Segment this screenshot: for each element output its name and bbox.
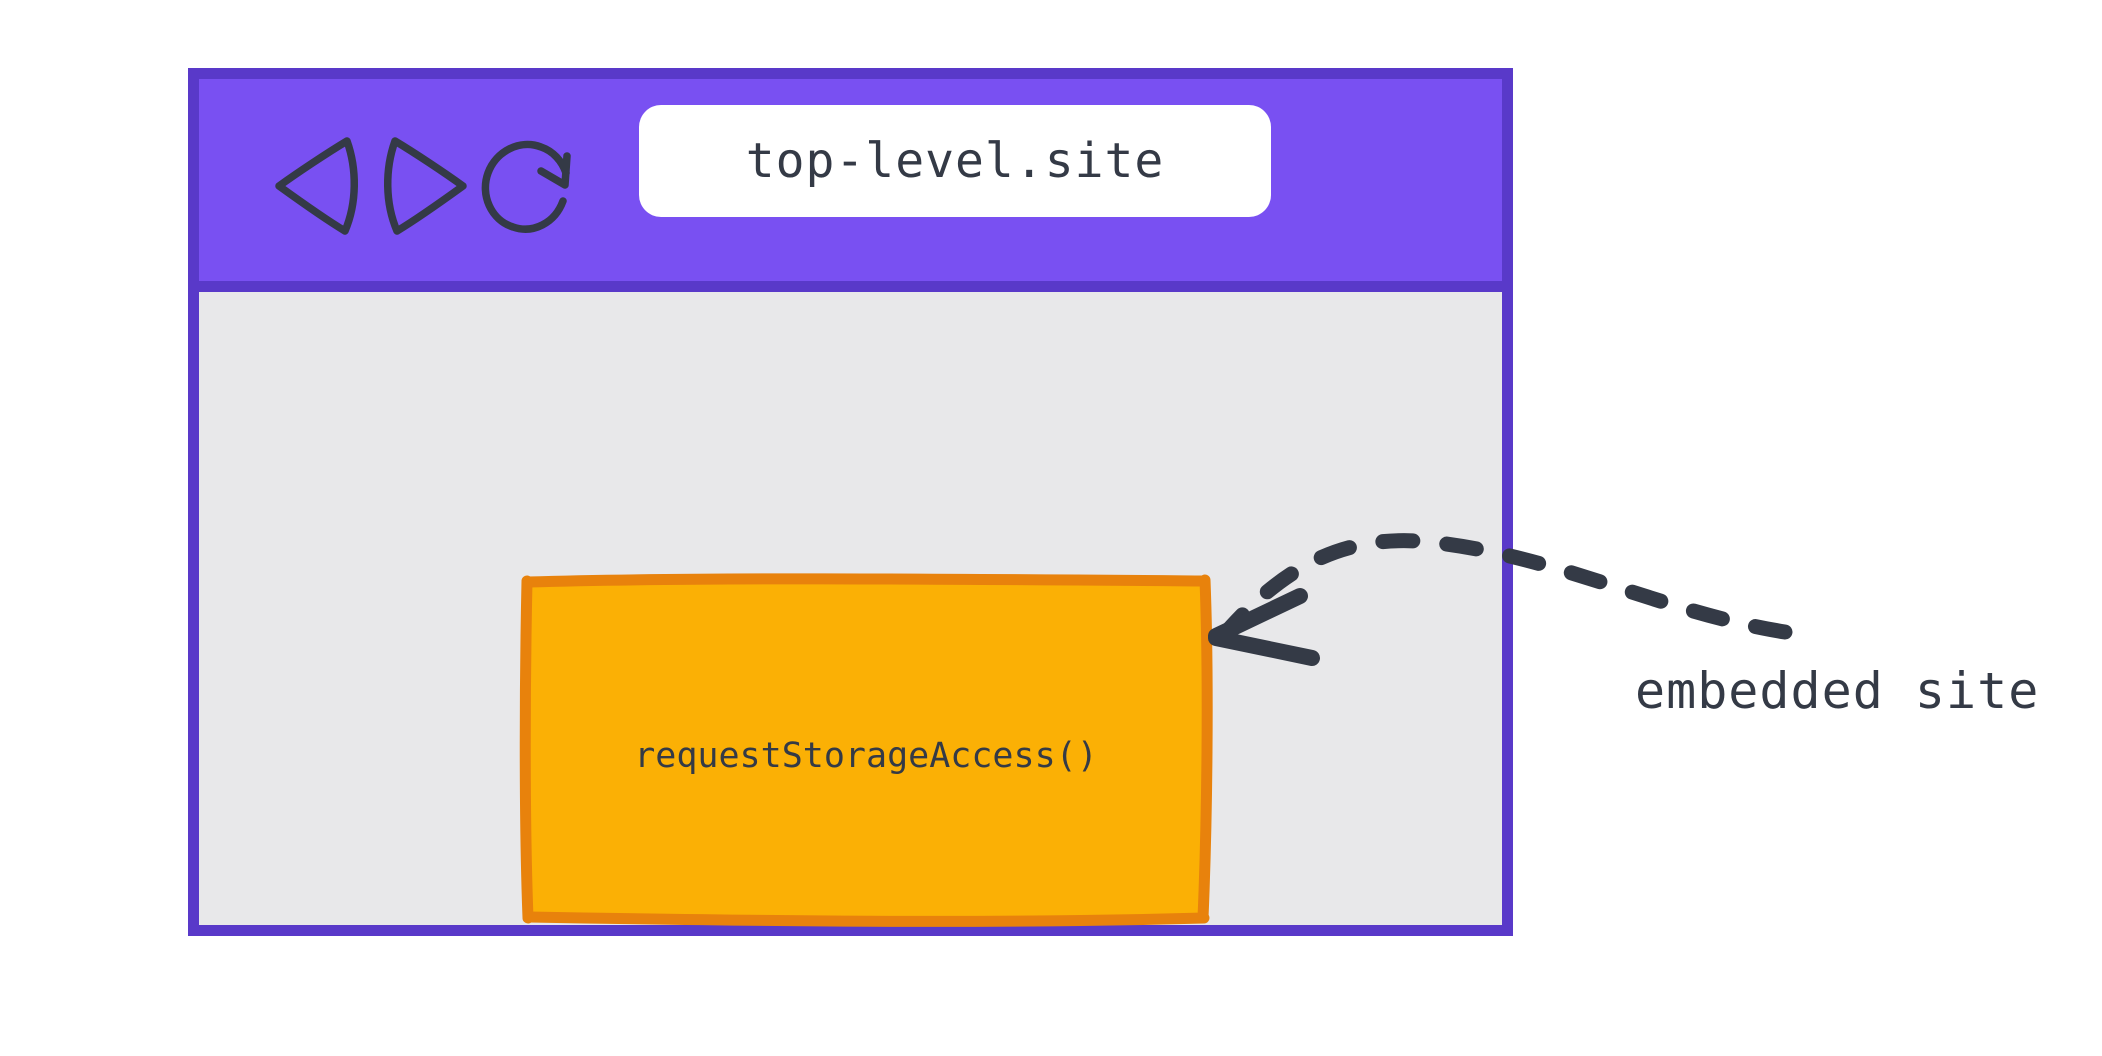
reload-circular-arrow-icon — [481, 140, 571, 233]
forward-triangle-icon — [384, 137, 467, 235]
annotation-label: embedded site — [1635, 662, 2040, 720]
forward-button[interactable] — [375, 131, 471, 241]
back-button[interactable] — [271, 131, 367, 241]
url-bar[interactable]: top-level.site — [639, 105, 1271, 217]
embedded-iframe-label: requestStorageAccess() — [634, 736, 1098, 776]
embedded-iframe-fill — [527, 579, 1205, 919]
url-text: top-level.site — [745, 133, 1165, 189]
embedded-iframe-box[interactable]: requestStorageAccess() — [519, 573, 1213, 927]
browser-nav-controls — [271, 131, 591, 241]
reload-button[interactable] — [479, 131, 575, 241]
embedded-iframe-outline — [519, 573, 1213, 927]
back-triangle-icon — [275, 137, 358, 235]
browser-toolbar: top-level.site — [199, 79, 1502, 292]
